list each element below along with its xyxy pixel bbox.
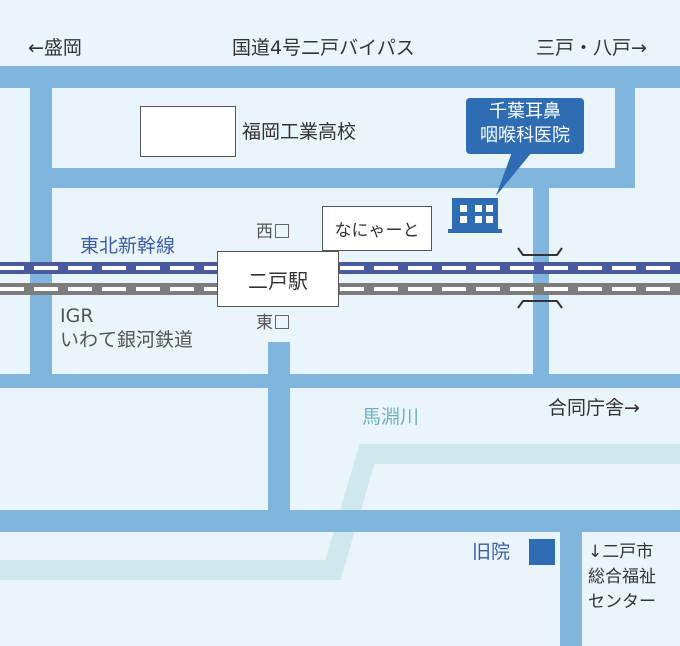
school-label: 福岡工業高校 — [242, 121, 357, 143]
east-exit: 東 — [256, 315, 289, 332]
west-exit-label: 西 — [256, 222, 273, 242]
direction-joint-government-building: 合同庁舎→ — [548, 397, 640, 419]
direction-welfare-center: ↓二戸市 総合福祉 センター — [588, 542, 656, 612]
igr-label: IGR いわて銀河鉄道 — [60, 305, 194, 351]
underpass-marks — [517, 247, 563, 309]
road-clinic-vertical — [533, 168, 549, 388]
east-exit-label: 東 — [256, 313, 273, 333]
road-station-east — [268, 342, 290, 532]
road-bypass — [0, 66, 680, 88]
road-south-frontage — [0, 374, 680, 388]
road-bottom-right — [560, 510, 582, 646]
railways — [0, 262, 680, 295]
school-building — [140, 106, 236, 157]
direction-sannohe-hachinohe: 三戸・八戸→ — [536, 37, 647, 59]
river-label: 馬淵川 — [362, 406, 420, 428]
old-clinic-label: 旧院 — [472, 541, 511, 563]
road-east-vertical — [615, 66, 635, 188]
road-lower — [0, 510, 680, 532]
roads — [0, 66, 680, 646]
station-ninohe: 二戸駅 — [217, 251, 339, 307]
direction-morioka: ←盛岡 — [28, 37, 82, 59]
road-north-frontage — [30, 168, 635, 188]
exit-square-icon — [275, 315, 289, 329]
clinic-callout-pointer — [496, 152, 532, 196]
clinic-name: 千葉耳鼻 咽喉科医院 — [480, 101, 570, 146]
road-west-vertical — [30, 66, 52, 388]
clinic-callout: 千葉耳鼻 咽喉科医院 — [466, 98, 584, 154]
clinic-building-icon — [448, 198, 502, 233]
shop-nyanyato: なにゃーと — [322, 206, 432, 251]
station-name: 二戸駅 — [248, 268, 308, 293]
west-exit: 西 — [256, 224, 289, 241]
shop-label: なにゃーと — [334, 221, 420, 241]
old-clinic-marker — [529, 539, 555, 565]
shinkansen-label: 東北新幹線 — [80, 235, 176, 257]
exit-square-icon — [275, 224, 289, 238]
road-name-bypass: 国道4号二戸バイパス — [232, 37, 415, 59]
